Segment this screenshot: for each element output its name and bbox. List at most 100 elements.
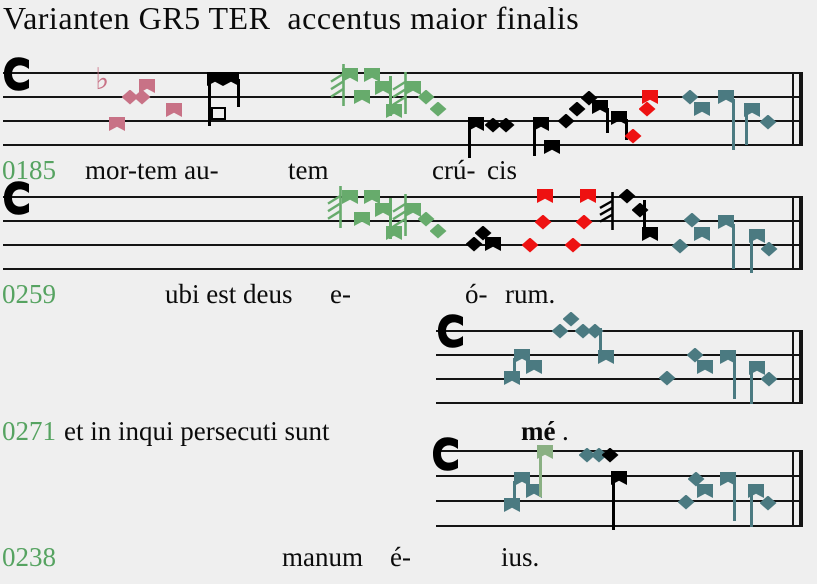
note-stem: [612, 480, 615, 530]
quilisma-icon: [599, 192, 615, 230]
note-stem: [237, 79, 240, 107]
rhombus-note: [465, 236, 483, 252]
note-stem: [732, 99, 735, 150]
note-stem: [513, 358, 516, 380]
note-stem: [750, 238, 753, 273]
rhombus-note: [417, 211, 435, 227]
note-stem: [643, 200, 646, 231]
note-stem: [599, 328, 602, 357]
lyric-syllable: mor-tem au-: [85, 155, 219, 185]
rhombus-note: [133, 89, 151, 105]
rhombus-note: [521, 237, 539, 253]
final-barline: [792, 196, 794, 270]
chant-id[interactable]: 0259: [2, 279, 56, 309]
punctum-note: [342, 190, 358, 204]
rhombus-note: [575, 214, 593, 230]
punctum-note: [720, 350, 736, 364]
note-stem: [389, 198, 392, 239]
staff-line: [436, 450, 803, 452]
note-stem: [468, 124, 471, 158]
punctum-note: [694, 102, 710, 116]
rhombus-note: [474, 225, 492, 241]
chant-id[interactable]: 0185: [2, 155, 56, 185]
punctum-note: [533, 117, 549, 131]
lyric-syllable: manum: [282, 542, 363, 572]
staff-line: [3, 120, 803, 122]
punctum-note: [526, 484, 542, 498]
note-stem: [733, 359, 736, 399]
lyric-syllable: crú-: [432, 155, 476, 185]
note-stem: [208, 79, 211, 126]
rhombus-note: [557, 113, 575, 129]
lyric-syllable: .: [562, 416, 569, 446]
chant-id[interactable]: 0271: [2, 416, 56, 446]
punctum-note: [166, 103, 182, 117]
quilisma-icon: [330, 64, 346, 106]
staff-line: [436, 354, 803, 356]
note-stem: [533, 124, 536, 156]
punctum-note: [526, 360, 542, 374]
punctum-note: [514, 349, 530, 363]
note-stem: [539, 456, 542, 497]
rhombus-note: [658, 370, 676, 386]
staff-line: [3, 72, 803, 74]
lyric-syllable: ó-: [465, 279, 488, 309]
note-stem: [389, 76, 392, 116]
punctum-note: [697, 484, 713, 498]
note-stem: [733, 481, 736, 521]
punctum-note: [611, 111, 627, 125]
rhombus-note: [759, 495, 777, 511]
flat-icon: ♭: [95, 62, 110, 97]
punctum-note: [504, 498, 520, 512]
punctum-note: [544, 140, 560, 154]
rhombus-note: [568, 101, 586, 117]
chant-id[interactable]: 0238: [2, 542, 56, 572]
rhombus-note: [687, 471, 705, 487]
rhombus-note: [601, 447, 619, 463]
rhombus-note: [760, 371, 778, 387]
note-stem: [750, 493, 753, 527]
lyric-syllable: mé: [521, 416, 556, 446]
rhombus-note: [681, 89, 699, 105]
rhombus-note: [760, 241, 778, 257]
punctum-note: [537, 445, 553, 459]
note-stem: [745, 112, 748, 145]
punctum-note: [749, 229, 765, 243]
rhombus-note: [484, 117, 502, 133]
final-barline: [792, 72, 794, 146]
punctum-note: [537, 189, 553, 203]
punctum-note: [592, 100, 608, 114]
rhombus-note: [759, 114, 777, 130]
lyric-syllable: cis: [487, 155, 517, 185]
punctum-note: [642, 90, 658, 104]
c-clef-icon: [3, 56, 30, 92]
rhombus-note: [618, 188, 636, 204]
punctum-note: [697, 360, 713, 374]
punctum-note: [207, 72, 223, 86]
note-stem: [606, 108, 609, 133]
final-barline: [792, 450, 794, 527]
note-stem: [513, 481, 516, 505]
punctum-note: [749, 361, 765, 375]
rhombus-note: [562, 311, 580, 327]
punctum-note: [375, 203, 391, 217]
punctum-note: [386, 226, 402, 240]
punctum-note: [642, 227, 658, 241]
rhombus-note: [638, 101, 656, 117]
rhombus-note: [686, 347, 704, 363]
staff-line: [3, 96, 803, 98]
rhombus-note: [429, 223, 447, 239]
staff-line: [3, 144, 803, 146]
punctum-note: [468, 117, 484, 131]
final-barline: [792, 330, 794, 404]
lyric-syllable: e-: [330, 279, 351, 309]
rhombus-note: [417, 89, 435, 105]
staff-line: [3, 244, 803, 246]
final-barline: [799, 450, 803, 527]
punctum-note: [504, 371, 520, 385]
rhombus-note: [683, 212, 701, 228]
final-barline: [799, 330, 803, 404]
punctum-note: [718, 215, 734, 229]
